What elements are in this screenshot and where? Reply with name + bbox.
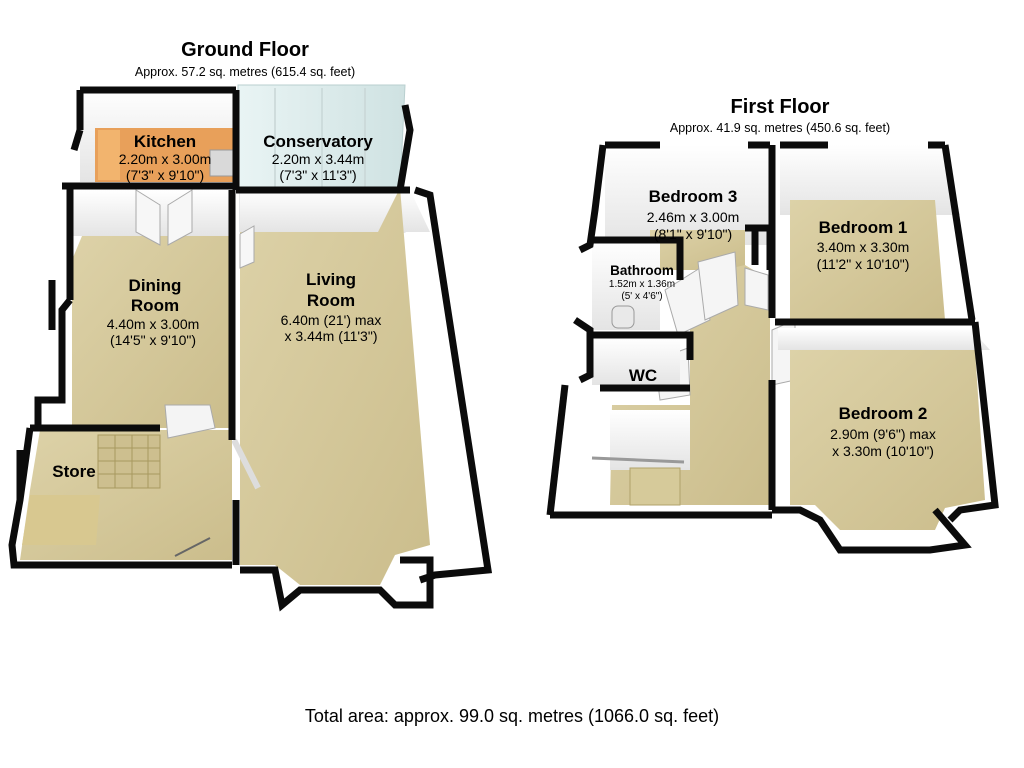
living-room-dim-line1: 6.40m (21') max xyxy=(280,312,382,328)
ground-floor-walls xyxy=(8,86,493,612)
bathroom-name: Bathroom xyxy=(610,263,674,278)
kitchen-dim-metric: 2.20m x 3.00m xyxy=(118,151,212,167)
living-room-floor xyxy=(240,188,430,585)
stairwell xyxy=(629,467,681,506)
landing-wall-face xyxy=(610,410,690,470)
store-floor xyxy=(22,495,100,545)
bedroom2-wall-face xyxy=(778,328,990,350)
bedroom1-wall-face xyxy=(780,145,960,215)
front-door-swing xyxy=(174,537,211,557)
stair-treads xyxy=(98,435,160,488)
kitchen-dim-imperial: (7'3" x 9'10") xyxy=(125,167,205,183)
dining-room-name-line2: Room xyxy=(130,296,180,315)
bedroom2-dim-line2: x 3.30m (10'10") xyxy=(832,443,934,459)
kitchen-name: Kitchen xyxy=(133,132,197,151)
dining-room-name-line1: Dining xyxy=(128,276,182,295)
dining-door-right xyxy=(167,189,193,246)
conservatory-glazing-bars xyxy=(274,88,366,188)
total-area: Total area: approx. 99.0 sq. metres (106… xyxy=(304,706,720,726)
bathroom-door xyxy=(664,267,711,336)
first-floor-title: First Floor xyxy=(730,96,830,118)
ground-floor-area: Approx. 57.2 sq. metres (615.4 sq. feet) xyxy=(134,65,356,79)
living-room-wall-face xyxy=(240,190,430,232)
bedroom2-floor xyxy=(790,350,985,530)
bedroom1-name: Bedroom 1 xyxy=(818,218,908,237)
bedroom3-dim-imperial: (8'1" x 9'10") xyxy=(653,226,733,242)
first-floor-area: Approx. 41.9 sq. metres (450.6 sq. feet) xyxy=(669,121,891,135)
conservatory-dim-metric: 2.20m x 3.44m xyxy=(271,151,365,167)
conservatory-name: Conservatory xyxy=(263,132,373,151)
bathroom-dim-imperial: (5' x 4'6") xyxy=(621,291,663,302)
ground-floor-plan xyxy=(8,84,493,612)
bedroom1-dim-imperial: (11'2" x 10'10") xyxy=(816,256,910,272)
bedroom2-dim-line1: 2.90m (9'6") max xyxy=(830,426,936,442)
dining-room-dim-imperial: (14'5" x 9'10") xyxy=(109,332,197,348)
living-door xyxy=(239,225,255,269)
kitchen-floor xyxy=(95,128,236,182)
bedroom2-name: Bedroom 2 xyxy=(838,404,928,423)
bathroom-sink xyxy=(611,305,635,329)
conservatory-dim-imperial: (7'3" x 11'3") xyxy=(279,167,357,183)
kitchen-counter xyxy=(98,130,120,180)
dining-room-floor xyxy=(72,236,232,428)
first-floor-walls xyxy=(546,141,999,554)
hall-door xyxy=(164,404,216,439)
bedroom3-wall-face xyxy=(605,145,770,245)
living-room-dim-line2: x 3.44m (11'3") xyxy=(284,328,378,344)
living-room-name-line2: Room xyxy=(306,291,356,310)
bedroom1-door xyxy=(744,267,769,311)
wc-name: WC xyxy=(628,366,658,385)
bedroom1-floor xyxy=(790,200,945,320)
bedroom3-dim-metric: 2.46m x 3.00m xyxy=(646,209,740,225)
living-door-open xyxy=(231,438,261,490)
dining-door-left xyxy=(135,189,161,246)
bedroom1-dim-metric: 3.40m x 3.30m xyxy=(816,239,910,255)
dining-room-dim-metric: 4.40m x 3.00m xyxy=(106,316,200,332)
bathroom-floor xyxy=(592,240,660,330)
kitchen-sink xyxy=(209,149,235,177)
ground-floor-title: Ground Floor xyxy=(181,39,309,61)
bathroom-dim-metric: 1.52m x 1.36m xyxy=(608,279,676,290)
first-floor-plan xyxy=(546,141,999,554)
living-room-name-line1: Living xyxy=(305,270,357,289)
landing-rail xyxy=(591,456,685,464)
wc-floor xyxy=(592,338,680,385)
bedroom3-name: Bedroom 3 xyxy=(648,187,738,206)
bedroom3-door xyxy=(697,251,739,321)
store-name: Store xyxy=(52,462,96,481)
